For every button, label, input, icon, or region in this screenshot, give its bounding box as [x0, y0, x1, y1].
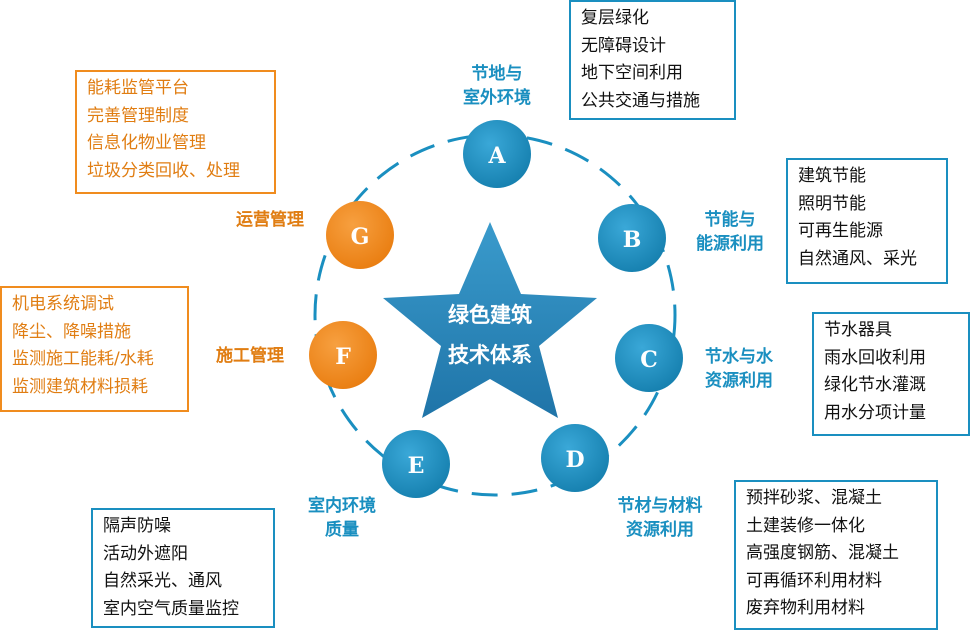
label-a: 节地与 室外环境	[445, 62, 549, 110]
box-e-item-4: 室内空气质量监控	[103, 598, 239, 619]
box-d-item-1: 预拌砂浆、混凝土	[746, 488, 882, 508]
label-c-line-1: 节水与水	[705, 347, 773, 367]
box-d-item-3: 高强度钢筋、混凝土	[746, 543, 899, 563]
box-f-item-1: 机电系统调试	[12, 294, 114, 314]
label-a-line-2: 室外环境	[463, 88, 531, 108]
label-g: 运营管理	[218, 208, 322, 232]
box-a: 复层绿化 无障碍设计 地下空间利用 公共交通与措施	[569, 0, 736, 120]
label-d-line-1: 节材与材料	[617, 496, 703, 516]
node-d-letter: D	[565, 447, 584, 473]
node-a-letter: A	[487, 143, 506, 169]
box-b-item-4: 自然通风、采光	[798, 248, 917, 269]
label-d-line-2: 资源利用	[626, 520, 694, 540]
label-e-line-1: 室内环境	[308, 496, 376, 516]
box-d-item-5: 废弃物利用材料	[746, 598, 865, 618]
center-star	[383, 222, 597, 418]
box-f-item-4: 监测建筑材料损耗	[12, 376, 148, 397]
box-c-item-1: 节水器具	[824, 320, 892, 340]
center-title-line-2: 技术体系	[448, 343, 532, 367]
node-b: B	[598, 204, 666, 272]
box-e: 隔声防噪 活动外遮阳 自然采光、通风 室内空气质量监控	[91, 508, 275, 628]
box-g-item-2: 完善管理制度	[87, 105, 189, 126]
box-g: 能耗监管平台 完善管理制度 信息化物业管理 垃圾分类回收、处理	[75, 70, 276, 194]
box-a-item-3: 地下空间利用	[581, 63, 683, 83]
box-c-item-3: 绿化节水灌溉	[824, 375, 926, 395]
box-d-item-4: 可再循环利用材料	[746, 570, 882, 591]
node-d-circle	[541, 424, 609, 492]
label-b: 节能与 能源利用	[678, 208, 782, 256]
label-e-line-2: 质量	[325, 520, 359, 540]
center-title-line-1: 绿色建筑	[448, 303, 532, 327]
box-a-item-1: 复层绿化	[581, 8, 649, 28]
box-c-item-4: 用水分项计量	[824, 402, 926, 423]
box-g-item-4: 垃圾分类回收、处理	[87, 160, 240, 181]
box-f-item-3: 监测施工能耗/水耗	[12, 349, 154, 369]
node-c-circle	[615, 324, 683, 392]
node-c: C	[615, 324, 683, 392]
node-c-letter: C	[640, 347, 658, 373]
label-c-line-2: 资源利用	[705, 371, 773, 391]
node-b-circle	[598, 204, 666, 272]
label-b-line-1: 节能与	[704, 210, 756, 230]
node-a-circle	[463, 120, 531, 188]
box-d-item-2: 土建装修一体化	[746, 515, 865, 536]
box-e-item-2: 活动外遮阳	[103, 543, 188, 564]
node-f: F	[309, 321, 377, 389]
node-d: D	[541, 424, 609, 492]
box-a-item-2: 无障碍设计	[581, 35, 666, 56]
label-b-line-2: 能源利用	[696, 234, 764, 254]
box-d: 预拌砂浆、混凝土 土建装修一体化 高强度钢筋、混凝土 可再循环利用材料 废弃物利…	[734, 480, 938, 630]
label-f-line-1: 施工管理	[216, 346, 284, 366]
box-a-item-4: 公共交通与措施	[581, 90, 700, 111]
node-e-letter: E	[408, 453, 425, 479]
node-f-circle	[309, 321, 377, 389]
box-f-item-2: 降尘、降噪措施	[12, 321, 131, 342]
box-g-item-3: 信息化物业管理	[87, 133, 206, 153]
box-g-item-1: 能耗监管平台	[87, 78, 189, 98]
node-e: E	[382, 430, 450, 498]
label-e: 室内环境 质量	[290, 494, 394, 542]
box-b-item-3: 可再生能源	[798, 221, 883, 241]
node-g-circle	[326, 201, 394, 269]
box-c-item-2: 雨水回收利用	[824, 347, 926, 368]
node-a: A	[463, 120, 531, 188]
label-d: 节材与材料 资源利用	[600, 494, 720, 542]
box-f: 机电系统调试 降尘、降噪措施 监测施工能耗/水耗 监测建筑材料损耗	[0, 286, 189, 412]
node-g-letter: G	[351, 224, 370, 250]
box-b-item-2: 照明节能	[798, 193, 866, 214]
node-b-letter: B	[623, 227, 642, 253]
box-c: 节水器具 雨水回收利用 绿化节水灌溉 用水分项计量	[812, 312, 970, 436]
label-c: 节水与水 资源利用	[687, 345, 791, 393]
box-b-item-1: 建筑节能	[798, 166, 866, 186]
box-b: 建筑节能 照明节能 可再生能源 自然通风、采光	[786, 158, 948, 284]
box-e-item-3: 自然采光、通风	[103, 571, 222, 591]
node-g: G	[326, 201, 394, 269]
label-a-line-1: 节地与	[471, 64, 523, 84]
node-e-circle	[382, 430, 450, 498]
label-f: 施工管理	[198, 344, 302, 368]
label-g-line-1: 运营管理	[236, 210, 304, 230]
node-f-letter: F	[335, 344, 351, 370]
box-e-item-1: 隔声防噪	[103, 516, 171, 536]
